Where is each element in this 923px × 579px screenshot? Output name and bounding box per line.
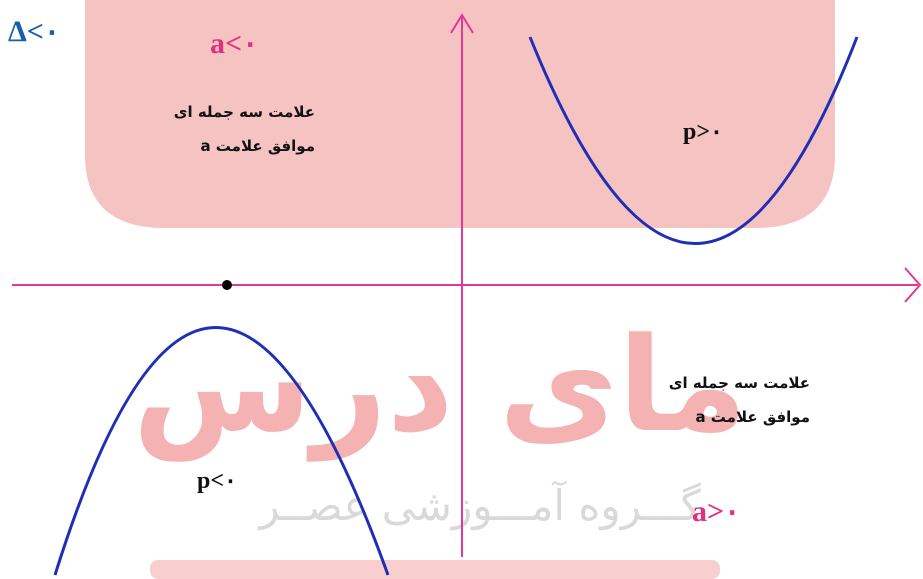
a-negative-label: a<٠ bbox=[210, 27, 259, 60]
note-bottom: علامت سه جمله ای موافق علامت a bbox=[630, 366, 810, 434]
watermark-group-text: گـــروه آمـــوزشی عصــر bbox=[257, 480, 701, 530]
p-positive-label: p>٠ bbox=[683, 119, 723, 145]
watermark-bottom-band bbox=[150, 560, 720, 579]
watermark-logo-shape bbox=[85, 0, 835, 228]
upward-parabola bbox=[528, 36, 859, 245]
delta-label: Δ<٠ bbox=[8, 15, 61, 48]
note-bottom-line2: موافق علامت a bbox=[695, 408, 810, 426]
note-top: علامت سه جمله ای موافق علامت a bbox=[135, 95, 315, 163]
x-axis-point bbox=[222, 280, 232, 290]
watermark-brand-text: مای درس bbox=[133, 309, 748, 462]
note-top-line2: موافق علامت a bbox=[200, 137, 315, 155]
a-positive-label: a>٠ bbox=[692, 495, 741, 528]
p-negative-label: p<٠ bbox=[197, 468, 237, 494]
note-top-line1: علامت سه جمله ای bbox=[173, 103, 315, 121]
note-bottom-line1: علامت سه جمله ای bbox=[668, 374, 810, 392]
downward-parabola bbox=[53, 326, 390, 576]
y-axis-arrow bbox=[450, 13, 474, 34]
x-axis-arrow bbox=[904, 267, 922, 303]
